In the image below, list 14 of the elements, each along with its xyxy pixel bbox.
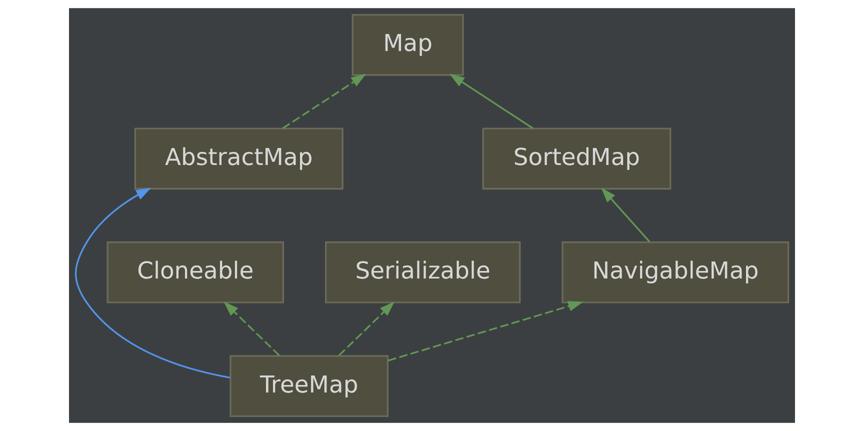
node-box: TreeMap: [230, 355, 389, 418]
arrow: [224, 301, 280, 356]
arrow: [388, 301, 584, 362]
arrow: [449, 74, 534, 129]
node-box: AbstractMap: [134, 128, 344, 190]
node-box: Map: [352, 14, 464, 76]
node-box: NavigableMap: [562, 241, 790, 304]
arrow: [338, 301, 395, 356]
node-box: SortedMap: [482, 128, 672, 190]
arrow: [75, 188, 230, 378]
node-box: Serializable: [325, 241, 521, 304]
arrow: [282, 74, 366, 129]
node-box: Cloneable: [106, 241, 284, 304]
arrow: [601, 188, 650, 242]
